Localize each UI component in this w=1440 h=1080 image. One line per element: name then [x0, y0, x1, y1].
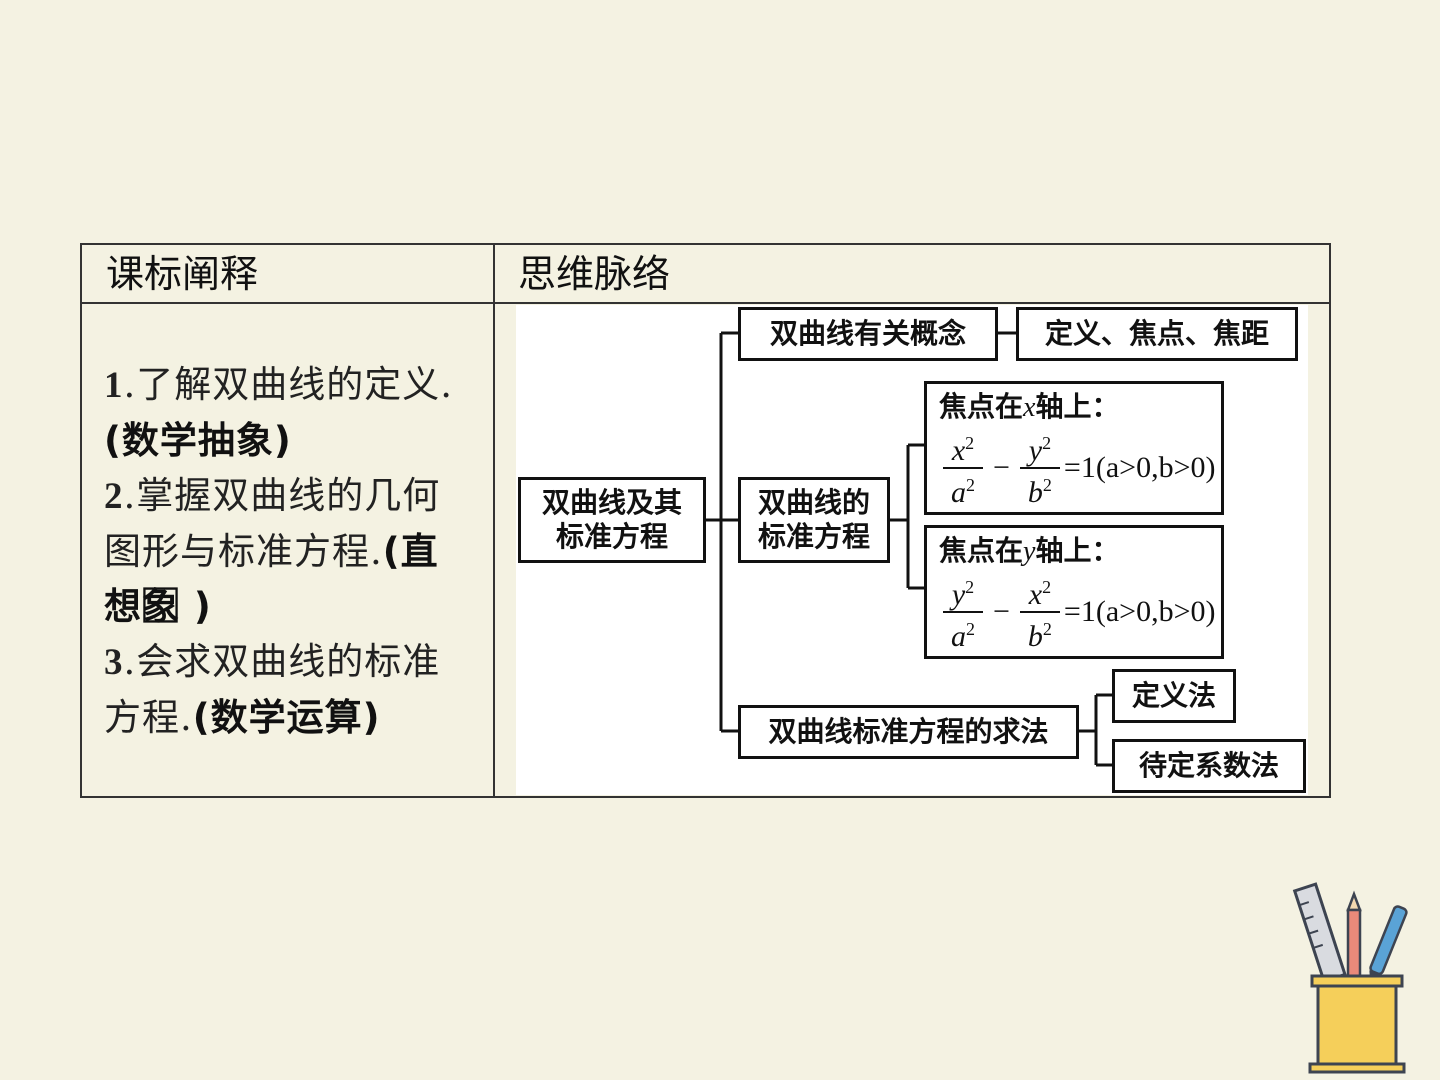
- definition-method-node: 定义法: [1112, 669, 1236, 723]
- header-divider: [82, 302, 1329, 304]
- method-node: 双曲线标准方程的求法: [738, 705, 1079, 759]
- root-node: 双曲线及其 标准方程: [518, 477, 706, 563]
- goal-item: 2.掌握双曲线的几何图形与标准方程.(直想象⃞ ): [104, 474, 441, 628]
- header-left: 课标阐释: [106, 252, 259, 296]
- goal-item: 1.了解双曲线的定义.(数学抽象): [104, 363, 454, 462]
- pencil-cup-icon: [1292, 882, 1408, 1074]
- undetermined-coefficient-node: 待定系数法: [1112, 739, 1306, 793]
- mind-map-connectors: [706, 331, 1112, 767]
- goals-list: 1.了解双曲线的定义.(数学抽象) 2.掌握双曲线的几何图形与标准方程.(直想象…: [104, 357, 474, 745]
- standard-equation-node: 双曲线的 标准方程: [738, 477, 890, 563]
- goal-item: 3.会求双曲线的标准方程.(数学运算): [104, 640, 441, 739]
- header-right: 思维脉络: [518, 252, 671, 296]
- concept-node: 双曲线有关概念: [738, 307, 998, 361]
- column-divider: [493, 245, 495, 796]
- content-table: 课标阐释 思维脉络 1.了解双曲线的定义.(数学抽象) 2.掌握双曲线的几何图形…: [80, 243, 1331, 798]
- x-axis-title: 焦点在x轴上：: [939, 390, 1120, 423]
- y-axis-title: 焦点在y轴上：: [939, 534, 1120, 567]
- mind-map: 双曲线及其 标准方程 双曲线有关概念 定义、焦点、焦距 双曲线的 标准方程 焦点…: [516, 305, 1308, 795]
- concept-detail-node: 定义、焦点、焦距: [1016, 307, 1298, 361]
